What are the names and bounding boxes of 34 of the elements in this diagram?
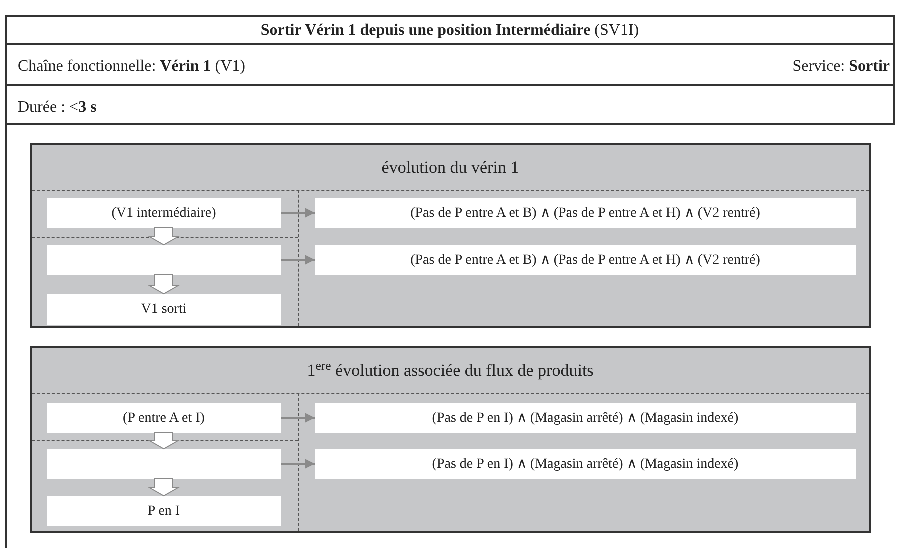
state-text: V1 sorti bbox=[141, 301, 187, 319]
state-box bbox=[315, 403, 856, 433]
panel-heading: 1$^{ere}$ évolution associée du flux de produits bbox=[306, 358, 595, 382]
title: Sortir Vérin 1 depuis une position Intermédiaire (SV1I) bbox=[260, 21, 640, 41]
state-text: (Pas de P en I) ∧ (Magasin arrêté) ∧ (Magasin indexé) bbox=[432, 456, 739, 474]
service-label: Service: Sortir bbox=[792, 57, 890, 77]
state-text: (Pas de P en I) ∧ (Magasin arrêté) ∧ (Magasin indexé) bbox=[432, 410, 739, 428]
empty-state-box bbox=[47, 449, 281, 479]
state-box bbox=[47, 403, 281, 433]
block-arrow bbox=[148, 432, 180, 450]
group-panel bbox=[30, 143, 871, 328]
state-text: (P entre A et I) bbox=[123, 410, 205, 428]
state-text: (Pas de P entre A et B) ∧ (Pas de P entre A et H) ∧ (V2 rentré) bbox=[410, 252, 760, 270]
state-text: (V1 intermédiaire) bbox=[112, 204, 216, 222]
state-box bbox=[315, 449, 856, 479]
block-arrow bbox=[148, 228, 180, 246]
state-text: P en I bbox=[148, 502, 180, 520]
block-arrow bbox=[148, 478, 180, 497]
empty-state-box bbox=[47, 245, 281, 275]
arrow bbox=[281, 459, 315, 469]
state-box bbox=[47, 198, 281, 228]
duration-label: Durée : <3 s bbox=[18, 98, 97, 118]
state-box bbox=[47, 294, 281, 325]
arrow bbox=[281, 255, 315, 265]
panel-heading: évolution du vérin 1 bbox=[380, 157, 520, 179]
chain-label: Chaîne fonctionnelle: Vérin 1 (V1) bbox=[18, 57, 246, 77]
arrow bbox=[281, 413, 315, 423]
state-text: (Pas de P entre A et B) ∧ (Pas de P entre A et H) ∧ (V2 rentré) bbox=[410, 204, 760, 222]
state-box bbox=[315, 198, 856, 228]
state-box bbox=[47, 496, 281, 526]
block-arrow bbox=[148, 274, 180, 295]
state-box bbox=[315, 245, 856, 275]
arrow bbox=[281, 208, 315, 218]
group-panel bbox=[30, 346, 871, 533]
